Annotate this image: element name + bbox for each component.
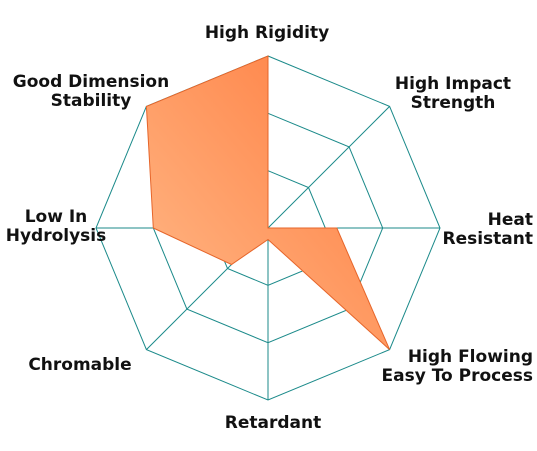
axis-label-5: Chromable [28,355,131,375]
axis-label-line: Chromable [28,355,131,375]
axis-label-line: Hydrolysis [6,226,107,246]
axis-label-line: Strength [411,93,496,113]
axis-label-line: Low In [25,207,88,227]
axis-label-4: Retardant [225,413,321,433]
axis-label-0: High Rigidity [205,23,329,43]
axis-label-line: Resistant [442,229,533,249]
axis-label-line: Heat [488,210,533,230]
series-layer [145,55,391,350]
axis-spoke-1 [267,106,390,229]
axis-label-line: High Rigidity [205,23,329,43]
series-area-0 [145,55,391,350]
axis-label-line: Easy To Process [381,366,533,386]
axis-label-line: High Flowing [408,347,533,367]
axis-label-line: Good Dimension [13,72,169,92]
axis-label-line: Retardant [225,413,321,433]
axis-label-line: Stability [51,91,132,111]
axis-label-line: High Impact [395,74,511,94]
